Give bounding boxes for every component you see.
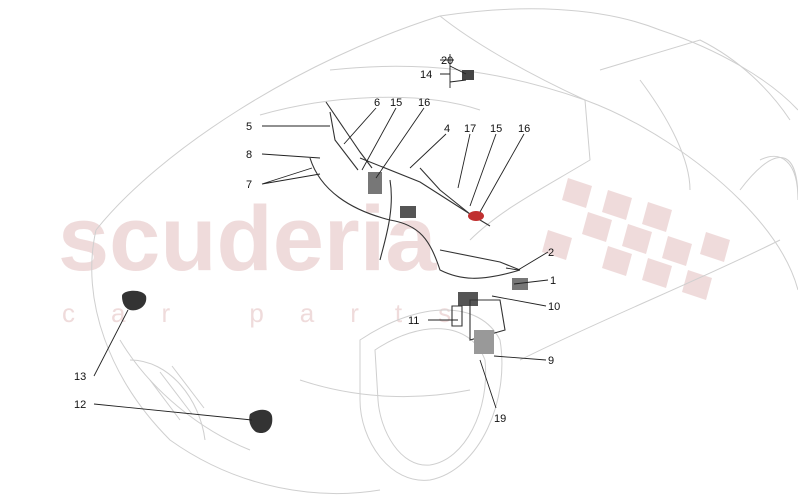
- leader-2: [505, 251, 549, 271]
- leader-13: [93, 309, 129, 377]
- wiper-nut: [468, 211, 484, 221]
- callout-12: 12: [74, 399, 86, 411]
- callout-1: 1: [550, 275, 556, 287]
- horn-left: [122, 290, 147, 311]
- leader-8: [261, 153, 321, 159]
- callout-13: 13: [74, 371, 86, 383]
- rain-sensor: [462, 70, 474, 80]
- washer-hose-branch: [379, 179, 392, 261]
- callout-14: 14: [420, 69, 432, 81]
- callout-9: 9: [548, 355, 554, 367]
- washer-hose: [309, 157, 521, 279]
- leader-9: [493, 355, 547, 361]
- leader-7: [261, 167, 321, 185]
- callout-6: 6: [374, 97, 380, 109]
- callout-4: 4: [444, 123, 450, 135]
- washer-reservoir-cap: [458, 292, 478, 306]
- wiper-motor: [512, 278, 528, 290]
- callout-2: 2: [548, 247, 554, 259]
- leader-6: [343, 107, 377, 145]
- washer-reservoir: [469, 299, 506, 341]
- horn-right: [249, 409, 273, 434]
- leader-15a: [361, 107, 397, 171]
- callout-16-upper-left: 16: [418, 97, 430, 109]
- washer-connector: [400, 206, 416, 218]
- wiper-linkage: [439, 249, 521, 271]
- callout-17: 17: [464, 123, 476, 135]
- callout-10: 10: [548, 301, 560, 313]
- callout-16-upper-right: 16: [518, 123, 530, 135]
- leader-17: [457, 133, 471, 189]
- callout-19: 19: [494, 413, 506, 425]
- leader-4: [409, 133, 447, 169]
- leader-lines: [93, 54, 549, 421]
- leader-12: [93, 403, 253, 421]
- callout-15-upper-right: 15: [490, 123, 502, 135]
- callout-11: 11: [408, 315, 419, 327]
- watermark-main: scuderia: [58, 188, 437, 290]
- wiper-arm-right: [419, 167, 471, 215]
- callout-20: 20: [441, 55, 453, 67]
- watermark-checker: [542, 178, 730, 300]
- washer-pump: [474, 330, 494, 354]
- leader-14-20: [440, 54, 467, 88]
- watermark: scuderia car parts: [58, 178, 730, 328]
- callout-5: 5: [246, 121, 252, 133]
- callout-labels: 20 14 6 15 16 5 4 17 15 16 8 7 2 1 10 11…: [74, 55, 560, 425]
- leader-16a: [375, 107, 425, 179]
- callout-8: 8: [246, 149, 252, 161]
- reservoir-bracket: [451, 305, 463, 327]
- leader-16b: [479, 133, 525, 213]
- leader-19: [479, 359, 497, 409]
- parts: [122, 70, 528, 434]
- leader-15b: [469, 133, 497, 207]
- car-outline: [91, 8, 798, 494]
- callout-15-upper-left: 15: [390, 97, 402, 109]
- leader-10: [491, 295, 547, 307]
- leader-1: [513, 279, 549, 285]
- wiper-pivot-left: [368, 172, 382, 194]
- wiper-arm-left: [329, 111, 359, 171]
- callout-7: 7: [246, 179, 252, 191]
